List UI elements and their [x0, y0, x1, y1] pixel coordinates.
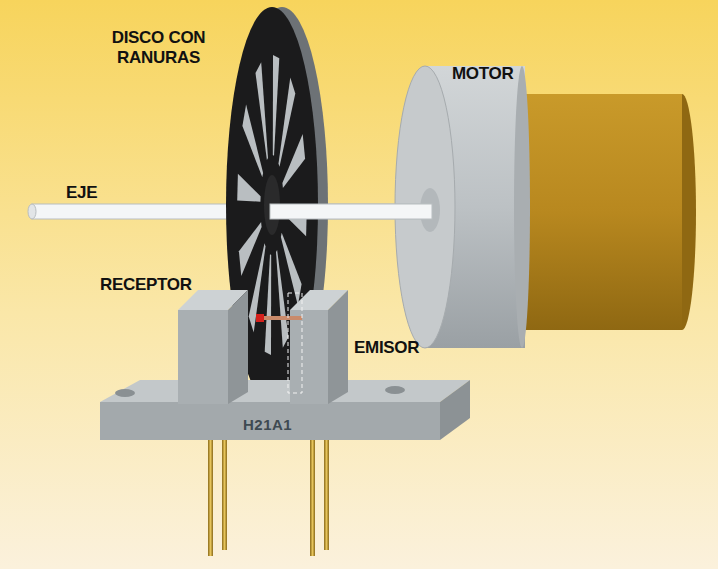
- disc-slot: [249, 243, 266, 332]
- disc-slot: [256, 62, 269, 160]
- part-number: H21A1: [243, 416, 292, 433]
- disc-slot: [279, 77, 296, 166]
- motor: [395, 66, 696, 348]
- disc-slot: [282, 134, 305, 188]
- disc-slot: [239, 222, 262, 276]
- part-label: RECEPTOR: [100, 275, 192, 295]
- part-label: MOTOR: [452, 64, 513, 84]
- part-label: EJE: [66, 183, 97, 203]
- disc-slot: [281, 233, 302, 306]
- part-label: EMISOR: [354, 338, 419, 358]
- disc-slot: [237, 174, 260, 202]
- shaft-front: [270, 204, 432, 219]
- disc-slot: [242, 105, 263, 178]
- optical-sensor: [100, 290, 470, 556]
- disc-slot: [276, 250, 289, 348]
- disc-slot: [273, 55, 280, 156]
- disc-slot: [265, 254, 272, 355]
- part-label: DISCO CON RANURAS: [96, 28, 221, 67]
